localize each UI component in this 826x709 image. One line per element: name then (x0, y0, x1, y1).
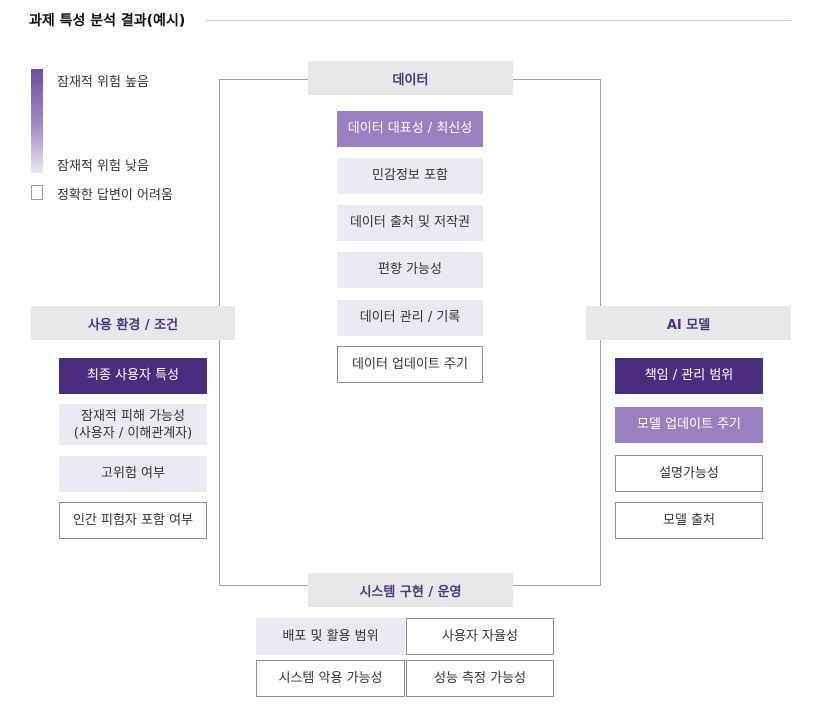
category-system: 시스템 구현 / 운영 (308, 573, 513, 607)
legend-low-label: 잠재적 위험 낮음 (57, 159, 149, 174)
title-divider (205, 20, 791, 21)
risk-gradient-bar (31, 69, 43, 173)
item-data-management: 데이터 관리 / 기록 (337, 300, 483, 336)
item-data-update-cycle: 데이터 업데이트 주기 (337, 346, 483, 383)
item-potential-harm: 잠재적 피해 가능성 (사용자 / 이해관계자) (59, 404, 207, 445)
item-model-update-cycle: 모델 업데이트 주기 (615, 407, 763, 443)
item-responsibility-scope: 책임 / 관리 범위 (615, 358, 763, 394)
page-title: 과제 특성 분석 결과(예시) (29, 13, 186, 29)
item-human-subjects: 인간 피험자 포함 여부 (59, 502, 207, 539)
item-performance-measurement: 성능 측정 가능성 (406, 660, 554, 697)
legend-unclear-swatch (31, 185, 43, 200)
item-sensitive-info: 민감정보 포함 (337, 158, 483, 194)
category-ai-model: AI 모델 (586, 306, 791, 340)
item-explainability: 설명가능성 (615, 455, 763, 492)
item-bias-possibility: 편향 가능성 (337, 252, 483, 288)
item-user-autonomy: 사용자 자율성 (406, 618, 554, 655)
item-high-risk: 고위험 여부 (59, 456, 207, 492)
item-model-source: 모델 출처 (615, 502, 763, 539)
legend-unclear-label: 정확한 답변이 어려움 (57, 188, 173, 203)
item-data-representativeness: 데이터 대표성 / 최신성 (337, 111, 483, 147)
item-end-user-traits: 최종 사용자 특성 (59, 358, 207, 394)
category-data: 데이터 (308, 61, 513, 95)
legend-high-label: 잠재적 위험 높음 (57, 75, 149, 90)
item-system-misuse: 시스템 악용 가능성 (256, 660, 405, 697)
category-usage: 사용 환경 / 조건 (31, 306, 235, 340)
item-deployment-scope: 배포 및 활용 범위 (256, 618, 405, 655)
item-data-source-copyright: 데이터 출처 및 저작권 (337, 205, 483, 241)
